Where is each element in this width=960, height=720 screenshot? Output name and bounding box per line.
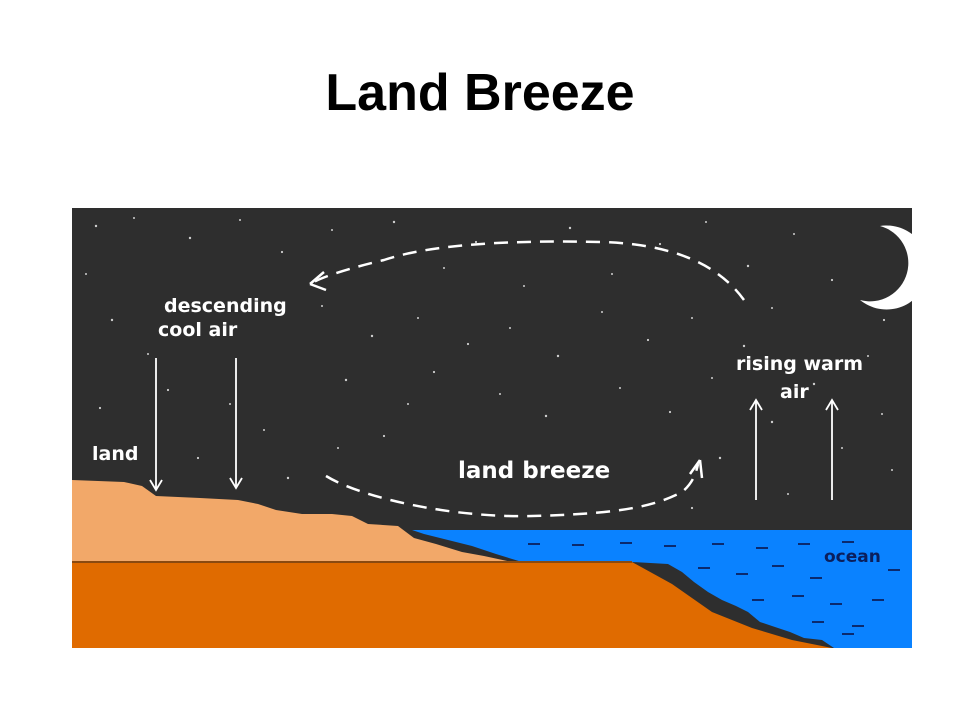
- rising-arrows: [749, 398, 839, 500]
- land-breeze-label: land breeze: [458, 458, 610, 484]
- descending-cool-air-label-2: cool air: [158, 319, 238, 341]
- subsoil: [72, 562, 832, 648]
- rising-warm-air-label-1: rising warm: [736, 353, 863, 375]
- land-surface: [72, 480, 512, 562]
- descending-cool-air-label-1: descending: [164, 295, 287, 317]
- upper-return-arrow: [309, 240, 746, 301]
- slide-title: Land Breeze: [325, 64, 635, 122]
- stars: [85, 217, 893, 510]
- rising-warm-air-label-2: air: [780, 381, 809, 403]
- land-breeze-diagram: descending cool air rising warm air land…: [72, 208, 912, 648]
- ocean-label: ocean: [824, 547, 881, 567]
- ocean: [412, 530, 912, 648]
- land-label: land: [92, 443, 138, 465]
- descending-arrows: [149, 358, 243, 492]
- land-breeze-arrow: [325, 459, 704, 518]
- ocean-waves: [528, 541, 900, 635]
- moon-icon: [860, 225, 912, 310]
